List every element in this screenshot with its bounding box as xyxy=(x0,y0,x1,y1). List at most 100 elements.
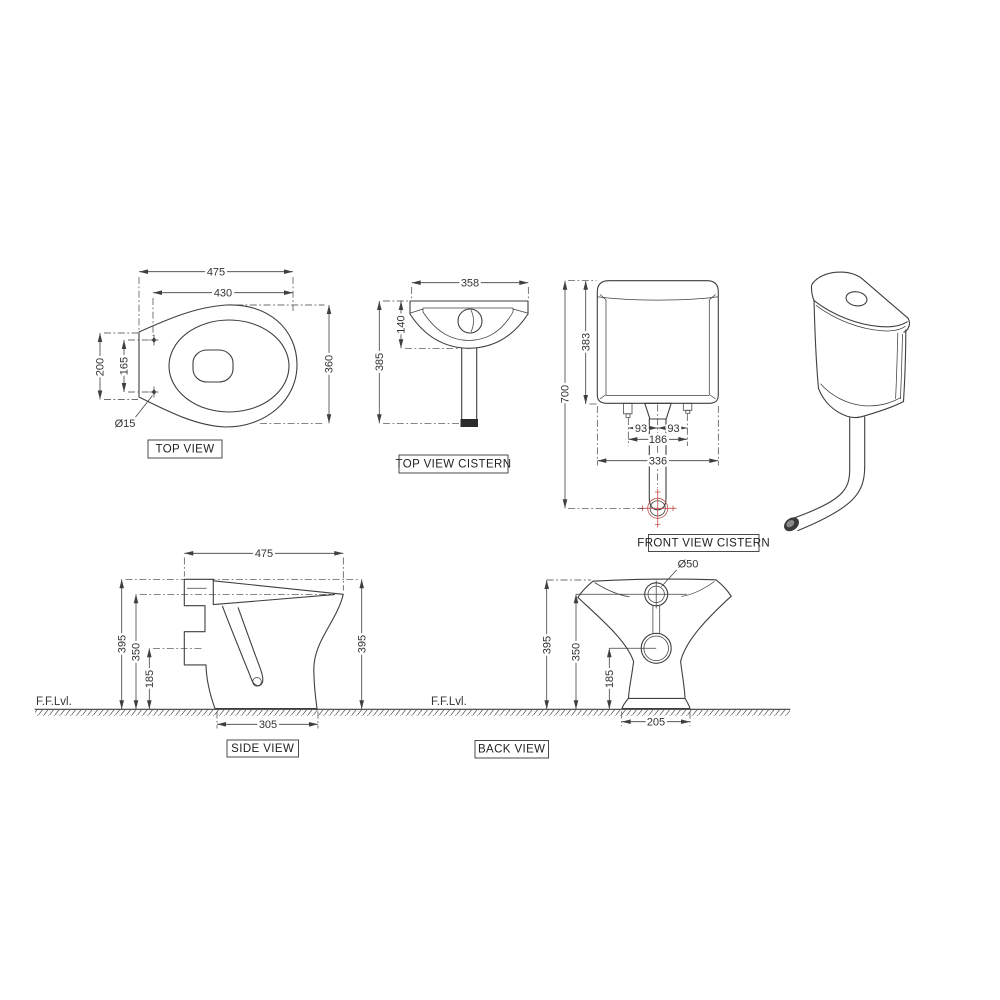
dim-text-hole-offset-right: 93 xyxy=(667,423,679,435)
persp-pipe-end-cap-inner xyxy=(786,519,795,528)
back-left-wing xyxy=(577,580,594,598)
cistern-top-inner-edge xyxy=(422,308,514,341)
bowl-seat-ring xyxy=(168,319,290,413)
front-view-cistern-label: FRONT VIEW CISTERN xyxy=(637,538,770,550)
back-right-wing xyxy=(715,579,732,597)
dim-text-back-outlet-height: 185 xyxy=(604,670,616,688)
dim-text-cistern-total-height: 700 xyxy=(560,385,572,403)
dim-text-hinge-hole-dia: Ø15 xyxy=(115,418,136,430)
side-outline xyxy=(183,578,344,710)
back-plinth-left xyxy=(621,697,630,710)
persp-lid-bottom xyxy=(813,300,908,328)
persp-right-corner xyxy=(903,317,911,333)
floor-line xyxy=(34,708,791,716)
persp-right-seam-a xyxy=(895,332,899,399)
side-trap-profile xyxy=(221,605,264,687)
corner-seam-tl xyxy=(599,294,607,301)
corner-seam-br xyxy=(709,394,716,400)
persp-left-edge xyxy=(813,300,820,390)
mount-tab-left xyxy=(623,402,633,415)
back-inlet-hole-outer xyxy=(644,582,669,607)
persp-pipe-straight xyxy=(849,416,866,471)
cistern-perspective-view xyxy=(784,271,911,532)
dim-text-back-height: 395 xyxy=(541,636,553,654)
back-view-label: BACK VIEW xyxy=(478,744,546,756)
persp-lid-seam xyxy=(815,304,906,332)
persp-bottom-seam xyxy=(820,383,901,407)
cistern-cap-seam-right xyxy=(512,308,528,314)
back-plinth-right xyxy=(684,697,691,710)
dim-text-cistern-width: 358 xyxy=(461,278,479,290)
dim-text-bowl-length: 430 xyxy=(214,288,232,300)
leader-hole-dia xyxy=(133,395,153,420)
dim-text-overall-length: 475 xyxy=(207,267,225,279)
bowl-outer-outline xyxy=(138,304,298,428)
dim-text-cistern-body-width: 336 xyxy=(649,456,667,468)
dim-text-hinge-centers: 165 xyxy=(119,357,131,375)
dim-text-back-base-width: 205 xyxy=(647,717,665,729)
top-view-cistern-label-box xyxy=(398,454,509,474)
dim-text-bowl-width: 360 xyxy=(324,355,336,373)
flush-pipe-end-cap xyxy=(460,419,478,427)
persp-left-corner xyxy=(810,281,815,302)
dim-text-side-outlet-height: 185 xyxy=(144,670,156,688)
back-left-side xyxy=(577,596,635,699)
dim-text-side-base-length: 305 xyxy=(259,719,277,731)
top-view-pan: 475 430 360 200 165 Ø15 TOP VIEW xyxy=(92,264,338,459)
top-view-label-box xyxy=(147,439,223,459)
dim-text-side-height-back: 395 xyxy=(116,635,128,653)
persp-bottom-edge xyxy=(817,387,905,419)
side-view-label-box xyxy=(226,739,299,758)
persp-right-seam-b xyxy=(900,333,903,400)
bowl-drain-opening xyxy=(192,349,234,383)
persp-pipe-bend-inner xyxy=(791,469,851,520)
back-view-label-box xyxy=(474,740,549,759)
floor-level-label-back: F.F.Lvl. xyxy=(431,696,467,708)
cistern-cap-seam-left xyxy=(410,308,424,314)
back-view-pan: Ø50 395 350 185 205 F.F.Lvl. BACK VIEW xyxy=(431,556,732,759)
hinge-hole-marker-bottom xyxy=(151,389,157,395)
dim-text-hinge-outer: 200 xyxy=(95,358,107,376)
cistern-front-body xyxy=(596,280,719,404)
dim-text-side-height-front: 395 xyxy=(356,635,368,653)
mount-tab-right xyxy=(682,402,693,411)
side-view-label: SIDE VIEW xyxy=(231,743,294,755)
dim-text-cistern-body-depth: 140 xyxy=(396,315,408,333)
side-view-pan: 475 395 350 185 395 305 F.F.Lvl. SIDE VI… xyxy=(36,546,371,758)
persp-top-edge xyxy=(812,271,909,319)
dim-text-side-inlet-height: 350 xyxy=(131,643,143,661)
persp-flush-button[interactable] xyxy=(845,290,868,307)
side-trap-outlet-circle xyxy=(252,677,262,687)
back-right-side xyxy=(680,595,732,699)
top-view-cistern: 358 140 385 TOP VIEW CISTERN xyxy=(371,275,529,474)
top-view-cistern-label: TOP VIEW CISTERN xyxy=(396,459,512,471)
corner-seam-bl xyxy=(599,394,607,400)
corner-seam-tr xyxy=(709,294,716,301)
dim-text-cistern-body-height: 383 xyxy=(580,333,592,351)
cistern-lid-seam xyxy=(597,296,719,301)
persp-right-edge xyxy=(902,329,907,403)
dim-text-hole-offset-left: 93 xyxy=(635,423,647,435)
mount-tab-left-nub xyxy=(625,413,631,418)
outlet-crosshair xyxy=(639,489,677,528)
side-rim-underside xyxy=(212,578,336,606)
back-inlet-hole-inner xyxy=(647,585,665,603)
mount-tab-right-nub xyxy=(685,409,691,414)
flush-button-seam xyxy=(470,309,474,333)
back-top-edge xyxy=(592,578,717,582)
front-view-cistern: 383 700 93 93 186 336 FRONT VIEW CISTERN xyxy=(557,280,770,552)
dim-text-back-inlet-height: 350 xyxy=(571,643,583,661)
back-rim-curve-left xyxy=(594,582,630,598)
persp-pipe-bend-outer xyxy=(797,467,866,532)
back-rim-curve-right xyxy=(681,581,715,597)
floor-level-label-side: F.F.Lvl. xyxy=(36,696,72,708)
hinge-hole-marker-top xyxy=(151,337,157,343)
cistern-top-outline xyxy=(409,300,529,349)
top-view-label: TOP VIEW xyxy=(155,444,214,456)
dim-text-side-length: 475 xyxy=(255,548,273,560)
dim-text-inlet-dia: Ø50 xyxy=(678,559,699,571)
flush-button[interactable] xyxy=(457,308,483,334)
dim-text-cistern-total-depth: 385 xyxy=(374,353,386,371)
